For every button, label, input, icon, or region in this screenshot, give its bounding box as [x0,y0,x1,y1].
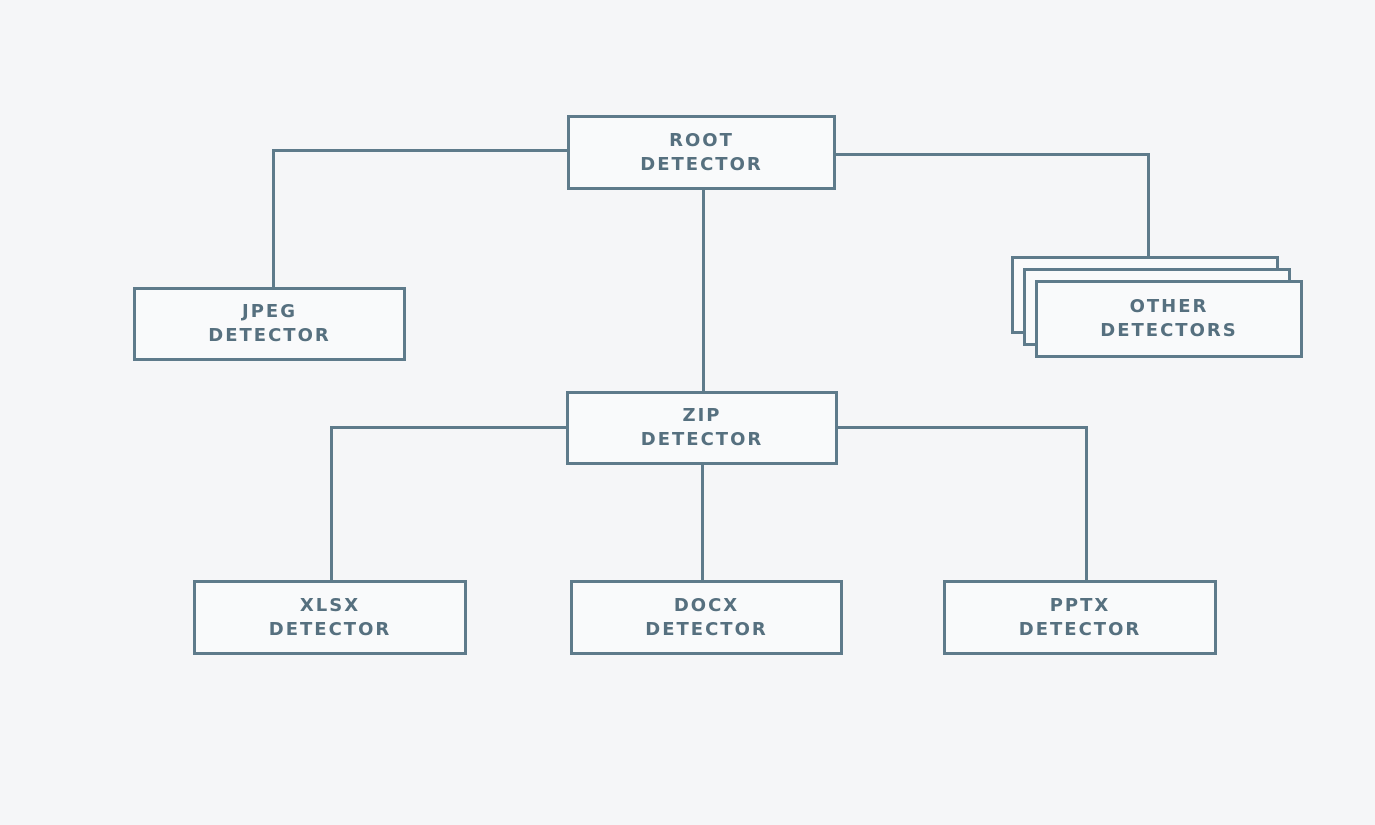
node-docx-detector: DOCX DETECTOR [570,580,843,655]
node-label-line: DETECTOR [208,325,331,346]
node-label-line: DETECTOR [645,618,768,640]
node-pptx-detector: PPTX DETECTOR [943,580,1217,655]
node-label-line: DETECTOR [1018,618,1142,640]
node-other-detectors: OTHER DETECTORS [1035,280,1303,358]
edge-root-zip-vertical [702,188,705,393]
node-label-line: DETECTOR [640,153,763,175]
node-label-line: DETECTOR [268,618,392,640]
node-zip-detector: ZIP DETECTOR [566,391,838,465]
node-label-line: ROOT [669,129,734,151]
node-label-line: DOCX [673,594,740,616]
edge-zip-docx-vertical [701,463,704,582]
edge-root-other-vertical [1147,153,1150,258]
node-label-line: ZIP [682,405,722,426]
edge-zip-pptx-horizontal [836,426,1088,429]
node-label-line: PPTX [1049,594,1111,616]
node-label-line: XLSX [299,594,361,616]
edge-root-jpeg-vertical [272,149,275,289]
edge-root-other-horizontal [834,153,1150,156]
edge-zip-pptx-vertical [1085,426,1088,582]
node-label-line: DETECTOR [640,429,764,450]
node-label-line: DETECTORS [1100,320,1238,341]
node-xlsx-detector: XLSX DETECTOR [193,580,467,655]
node-label-line: OTHER [1129,296,1209,317]
edge-root-jpeg-horizontal [272,149,569,152]
node-label-line: JPEG [242,301,297,322]
edge-zip-xlsx-vertical [330,426,333,582]
edge-zip-xlsx-horizontal [330,426,568,429]
node-jpeg-detector: JPEG DETECTOR [133,287,406,361]
node-root-detector: ROOT DETECTOR [567,115,836,190]
